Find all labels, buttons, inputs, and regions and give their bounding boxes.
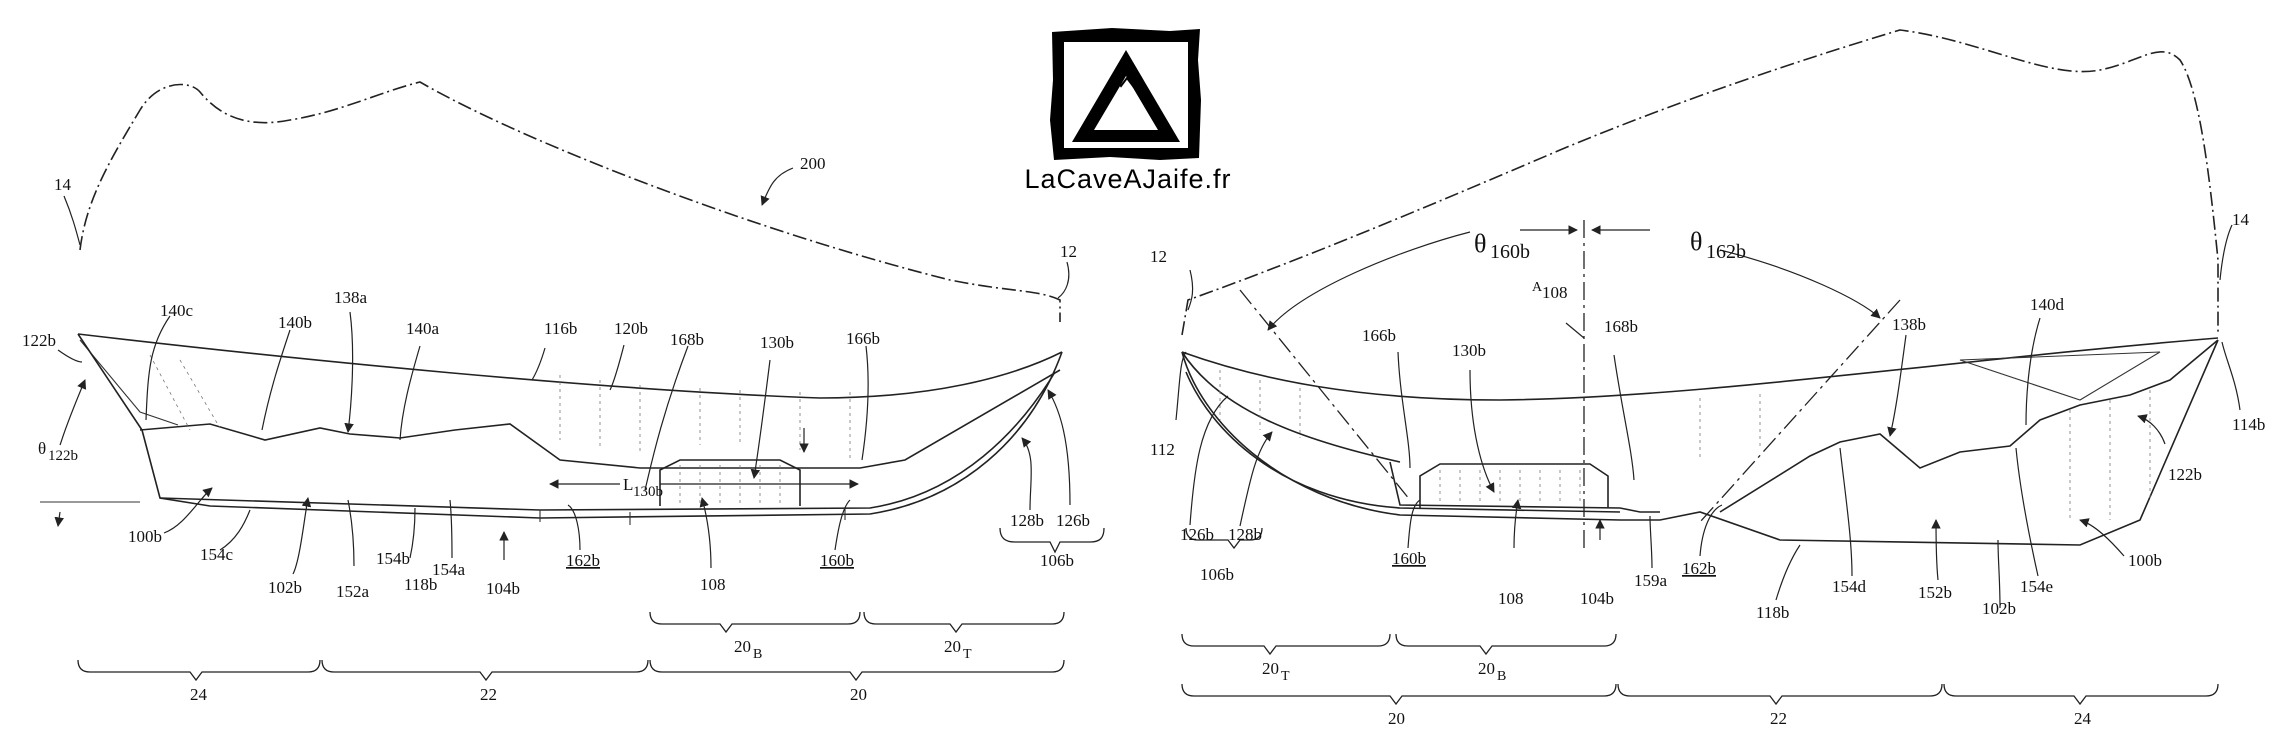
label-theta162-sub: 162b [1706, 241, 1746, 263]
logo-text: LaCaveAJaife.fr [1024, 164, 1231, 194]
label-20B-sub: B [753, 647, 762, 662]
label-126b-right: 126b [1180, 525, 1214, 544]
label-122b: 122b [22, 331, 56, 350]
label-116b: 116b [544, 319, 577, 338]
label-A-sub: 108 [1542, 283, 1568, 302]
label-102b: 102b [268, 578, 302, 597]
label-152a: 152a [336, 582, 370, 601]
label-20T: 20 [944, 637, 961, 656]
upper-outline-right [1181, 29, 2219, 336]
label-L: L [623, 475, 633, 494]
label-20T-right: 20 [1262, 659, 1279, 678]
mountain-icon [1109, 76, 1144, 89]
label-138b: 138b [1892, 315, 1926, 334]
label-theta-sub: 122b [48, 448, 78, 464]
wave-line-right [1719, 339, 2219, 513]
watermark-logo: LaCaveAJaife.fr [1024, 28, 1231, 194]
label-20B-sub-right: B [1497, 669, 1506, 684]
label-128b-right: 128b [1228, 525, 1262, 544]
wave-line [139, 369, 1061, 469]
label-162b-right: 162b [1682, 559, 1716, 578]
label-140c: 140c [160, 301, 194, 320]
outsole-outline [77, 333, 1063, 519]
label-106b-right: 106b [1200, 565, 1234, 584]
label-114b: 114b [2232, 415, 2265, 434]
label-154c: 154c [200, 545, 234, 564]
label-14-right: 14 [2232, 210, 2250, 229]
label-100b: 100b [128, 527, 162, 546]
label-theta: θ [38, 439, 46, 458]
label-166b: 166b [846, 329, 880, 348]
label-14: 14 [54, 175, 72, 194]
label-104b: 104b [486, 579, 520, 598]
label-168b: 168b [670, 330, 704, 349]
label-128b: 128b [1010, 511, 1044, 530]
label-12: 12 [1060, 242, 1077, 261]
label-122b-right: 122b [2168, 465, 2202, 484]
label-104b-right: 104b [1580, 589, 1614, 608]
label-168b-right: 168b [1604, 317, 1638, 336]
label-12-right: 12 [1150, 247, 1167, 266]
label-138a: 138a [334, 288, 368, 307]
label-126b: 126b [1056, 511, 1090, 530]
label-102b-right: 102b [1982, 599, 2016, 618]
label-154a: 154a [432, 560, 466, 579]
label-100b-right: 100b [2128, 551, 2162, 570]
label-L-sub: 130b [633, 484, 663, 500]
label-22: 22 [480, 685, 497, 704]
label-118b: 118b [404, 575, 437, 594]
label-140b: 140b [278, 313, 312, 332]
label-112: 112 [1150, 440, 1175, 459]
label-160b-right: 160b [1392, 549, 1426, 568]
label-140d: 140d [2030, 295, 2065, 314]
label-200: 200 [800, 154, 826, 173]
label-24-right: 24 [2074, 709, 2092, 728]
label-106b: 106b [1040, 551, 1074, 570]
label-130b-right: 130b [1452, 341, 1486, 360]
label-162b: 162b [566, 551, 600, 570]
upper-outline [79, 81, 1061, 322]
left-shoe-view: 200 14 12 122b θ 122b 140c 140b 138a 140… [22, 81, 1105, 704]
label-154d: 154d [1832, 577, 1867, 596]
label-24: 24 [190, 685, 208, 704]
label-154b: 154b [376, 549, 410, 568]
label-130b: 130b [760, 333, 794, 352]
label-108: 108 [700, 575, 726, 594]
label-159a: 159a [1634, 571, 1668, 590]
label-20: 20 [850, 685, 867, 704]
label-20T-sub-right: T [1281, 669, 1290, 684]
midsole-top-right [1181, 337, 2219, 401]
label-166b-right: 166b [1362, 326, 1396, 345]
label-140a: 140a [406, 319, 440, 338]
label-20B-right: 20 [1478, 659, 1495, 678]
label-22-right: 22 [1770, 709, 1787, 728]
label-120b: 120b [614, 319, 648, 338]
label-20B: 20 [734, 637, 751, 656]
cushion-pod-right [1419, 463, 1609, 508]
label-152b: 152b [1918, 583, 1952, 602]
right-shoe-view: 12 14 θ 160b θ 162b A 108 166b 130b 168b… [1150, 29, 2265, 728]
cushion-pod [659, 459, 801, 506]
label-118b-right: 118b [1756, 603, 1789, 622]
label-20-right: 20 [1388, 709, 1405, 728]
label-theta160-sub: 160b [1490, 241, 1530, 263]
label-theta162: θ [1690, 227, 1702, 256]
label-A: A [1532, 280, 1543, 295]
label-154e: 154e [2020, 577, 2053, 596]
label-theta160: θ [1474, 229, 1486, 258]
label-108-right: 108 [1498, 589, 1524, 608]
midsole-top [77, 333, 1063, 399]
label-20T-sub: T [963, 647, 972, 662]
label-160b: 160b [820, 551, 854, 570]
